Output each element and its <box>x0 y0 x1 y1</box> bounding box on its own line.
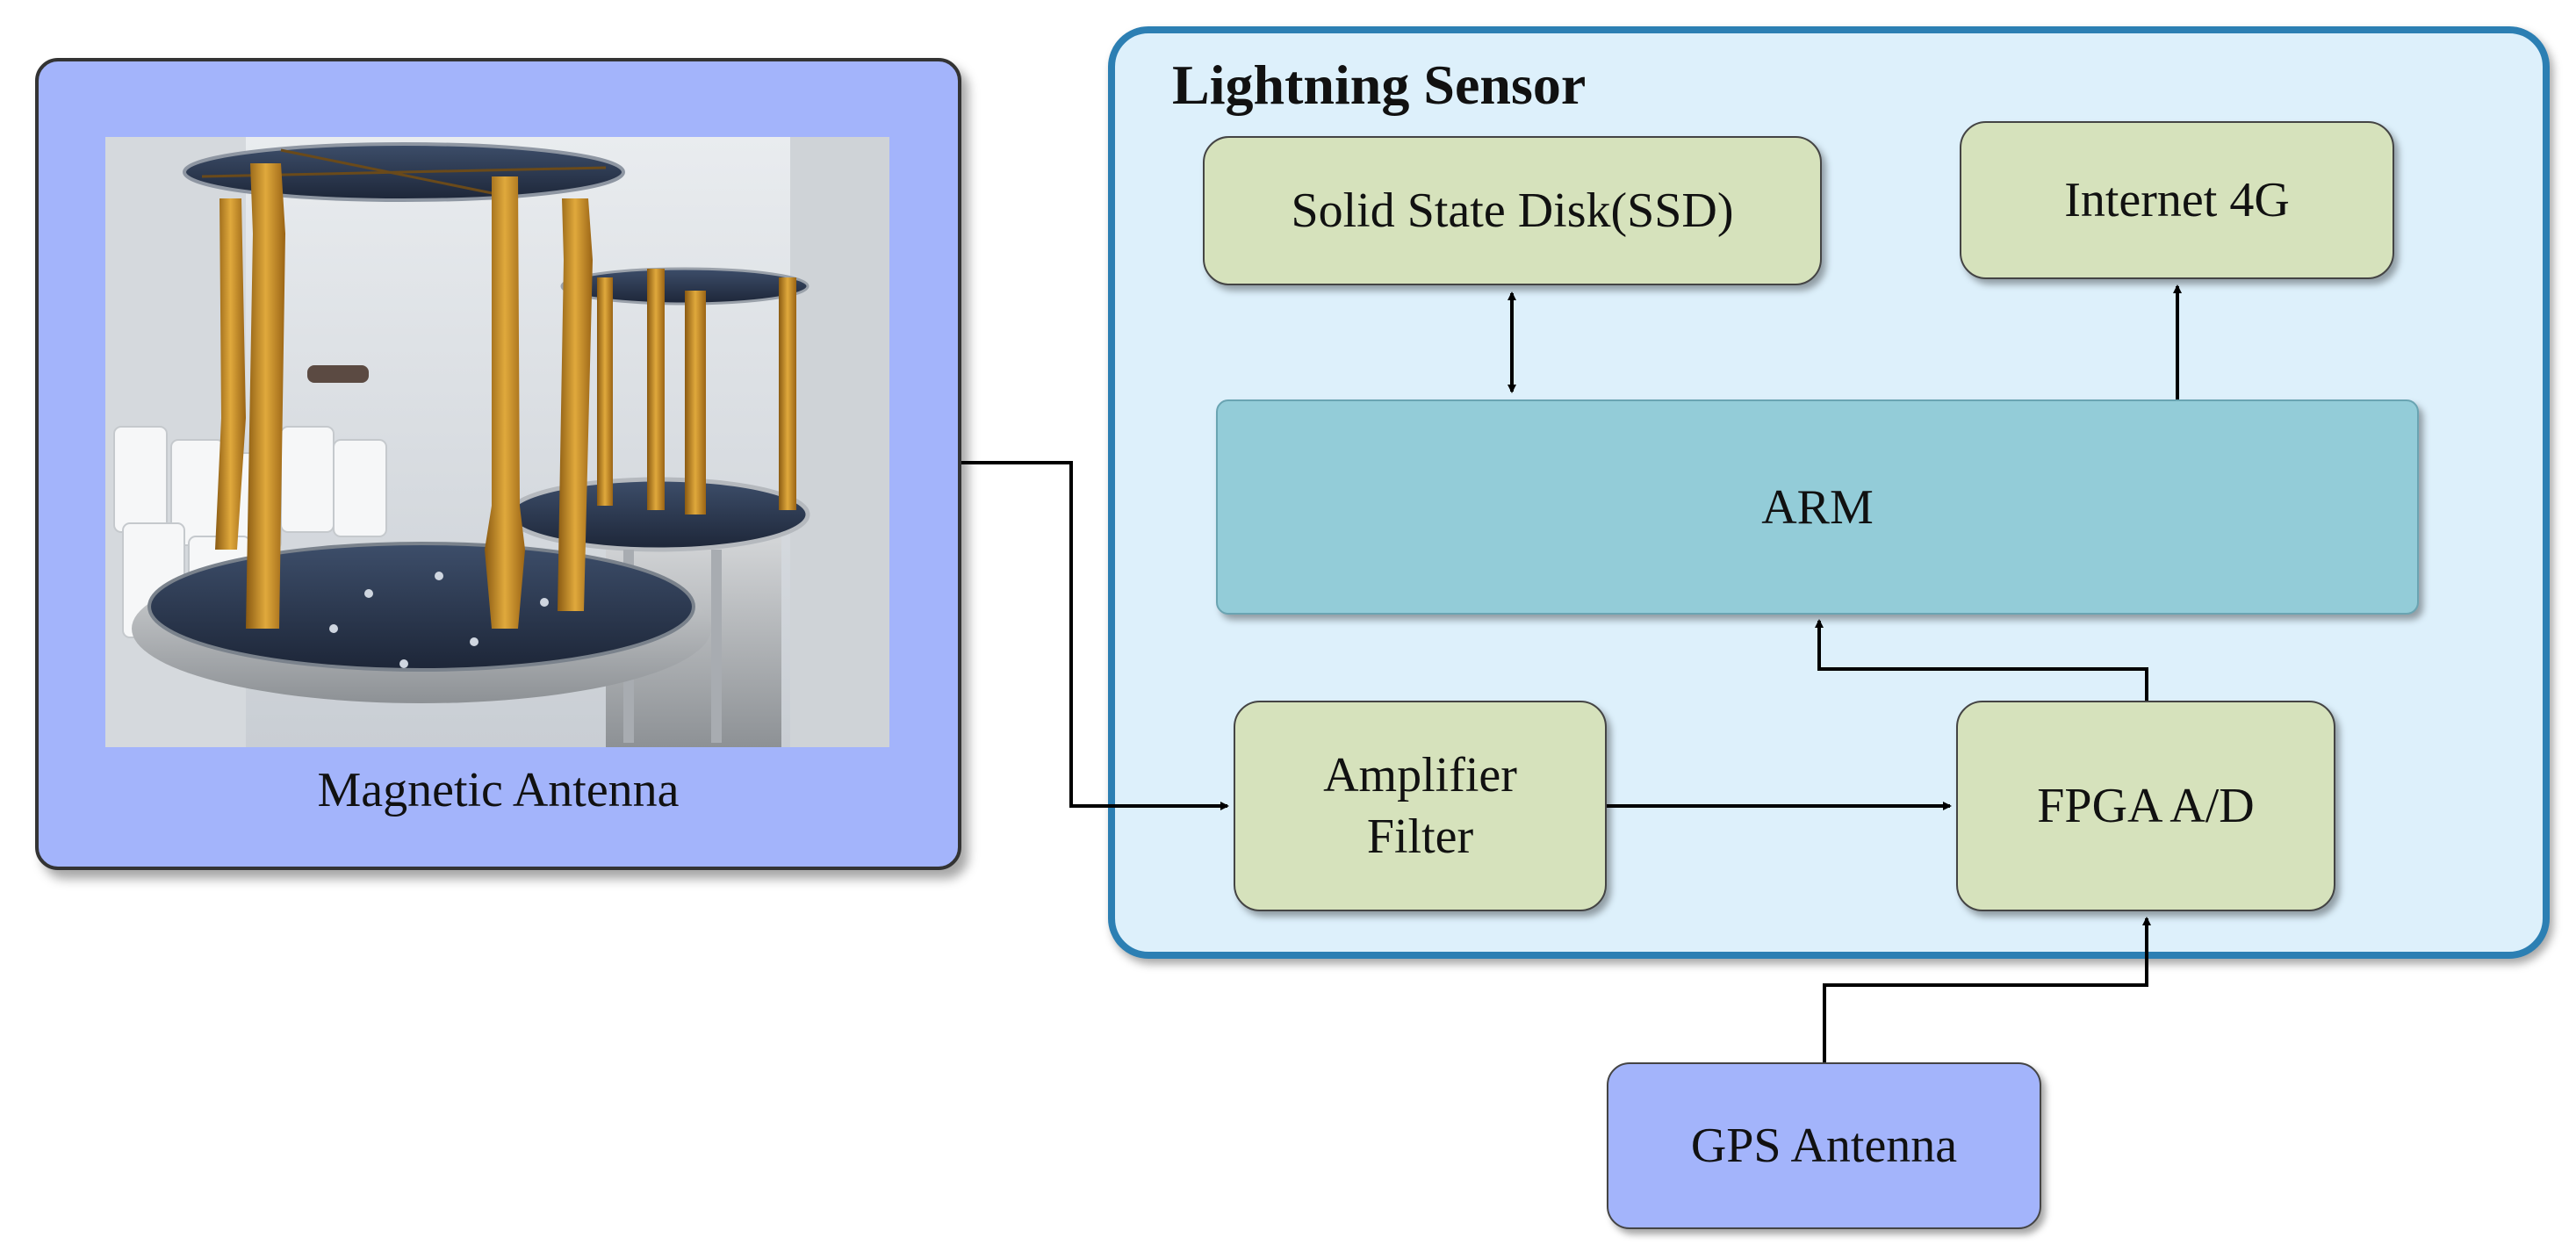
ssd-label: Solid State Disk(SSD) <box>1291 183 1734 238</box>
antenna-to-amplifier-connector <box>961 461 1229 810</box>
arm-label: ARM <box>1761 479 1874 535</box>
magnetic-antenna-label: Magnetic Antenna <box>317 763 680 817</box>
magnetic-antenna-photo <box>105 137 889 747</box>
gps-to-fpga-connector <box>1823 917 2151 1062</box>
lightning-sensor-title: Lightning Sensor <box>1172 54 1587 116</box>
amplifier-filter-block: Amplifier Filter <box>1234 701 1607 911</box>
fpga-ad-label: FPGA A/D <box>2037 779 2255 833</box>
gps-antenna-block: GPS Antenna <box>1607 1062 2041 1229</box>
amplifier-label: Amplifier <box>1323 748 1517 802</box>
fpga-to-arm-connector <box>1815 619 2148 701</box>
ssd-block: Solid State Disk(SSD) <box>1203 136 1822 285</box>
gps-antenna-label: GPS Antenna <box>1690 1119 1958 1173</box>
fpga-ad-block: FPGA A/D <box>1956 701 2335 911</box>
filter-label: Filter <box>1366 809 1474 864</box>
internet-4g-label: Internet 4G <box>2064 173 2290 227</box>
arm-block: ARM <box>1216 399 2419 615</box>
internet-4g-block: Internet 4G <box>1960 121 2394 279</box>
